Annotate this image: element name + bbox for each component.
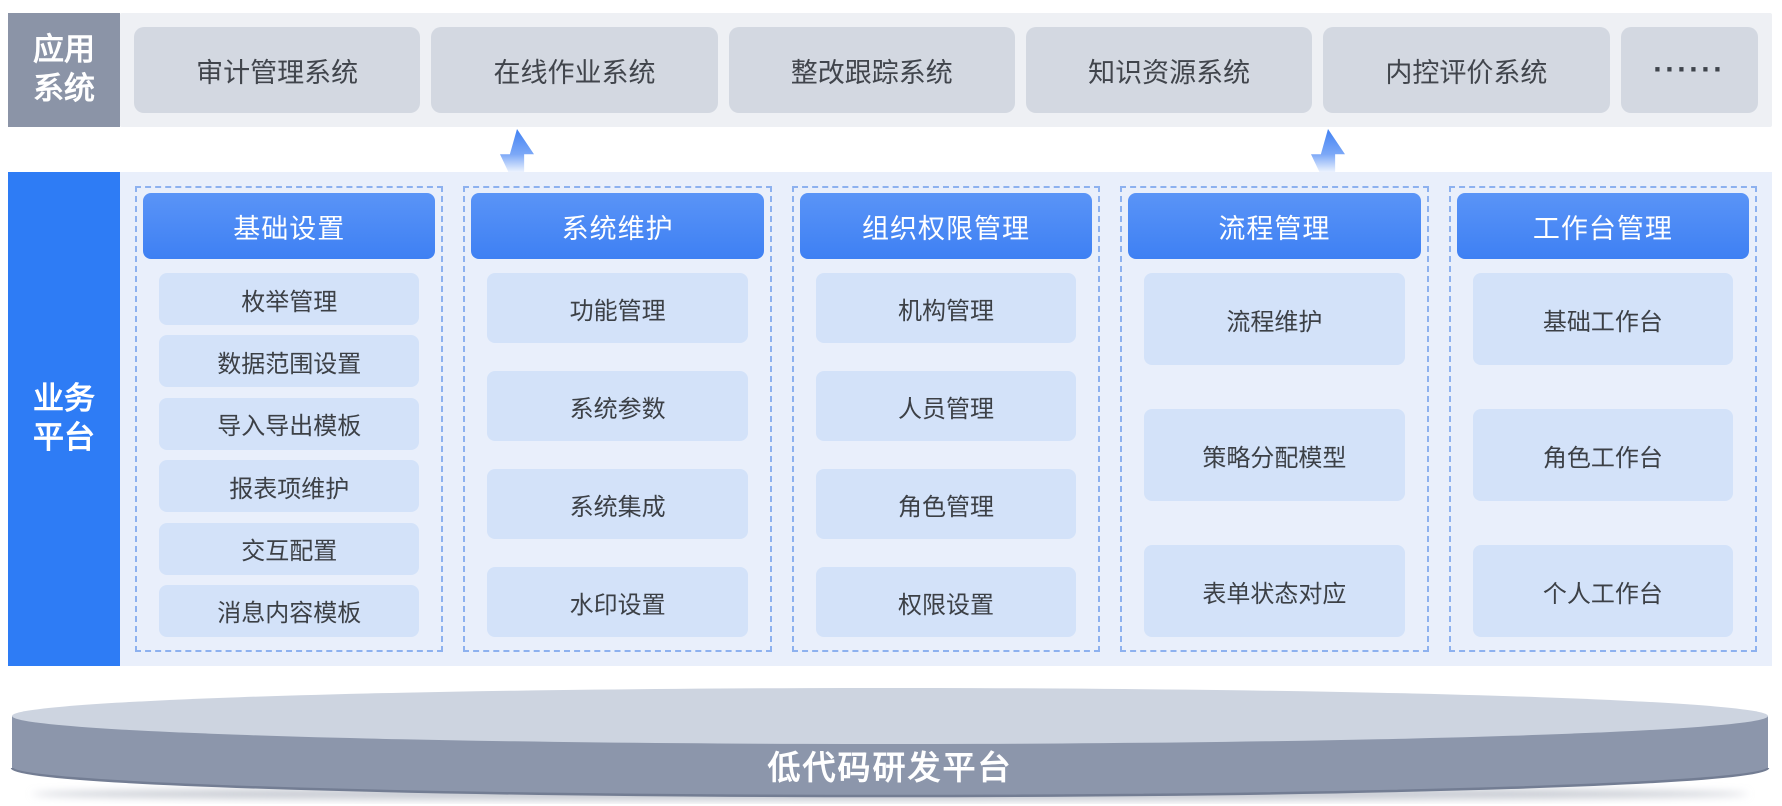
platform-item: 表单状态对应: [1144, 545, 1405, 637]
low-code-platform-cylinder: 低代码研发平台: [10, 688, 1770, 801]
column-items: 流程维护 策略分配模型 表单状态对应: [1128, 259, 1420, 645]
platform-item: 导入导出模板: [159, 397, 420, 450]
app-system-card: 知识资源系统: [1025, 27, 1313, 113]
platform-item: 交互配置: [159, 522, 420, 575]
platform-item: 基础工作台: [1472, 273, 1734, 365]
platform-item: 机构管理: [815, 273, 1077, 343]
app-system-ellipsis: ······: [1620, 27, 1758, 113]
platform-item: 数据范围设置: [159, 335, 420, 388]
column-header: 组织权限管理: [799, 193, 1093, 259]
app-systems-row: 审计管理系统 在线作业系统 整改跟踪系统 知识资源系统 内控评价系统 ·····…: [120, 13, 1772, 127]
column-items: 功能管理 系统参数 系统集成 水印设置: [471, 259, 763, 645]
column-header: 系统维护: [471, 193, 764, 259]
column-header: 基础设置: [143, 193, 436, 259]
platform-item: 枚举管理: [159, 273, 420, 325]
app-systems-label-text: 应用系统: [33, 32, 95, 106]
app-system-card: 审计管理系统: [134, 27, 421, 113]
app-systems-section: 应用系统 审计管理系统 在线作业系统 整改跟踪系统 知识资源系统 内控评价系统 …: [8, 13, 1772, 127]
platform-column-system-maintenance: 系统维护 功能管理 系统参数 系统集成 水印设置: [463, 186, 772, 652]
column-items: 机构管理 人员管理 角色管理 权限设置: [800, 259, 1092, 645]
app-system-card: 内控评价系统: [1323, 27, 1610, 113]
platform-column-org-permission: 组织权限管理 机构管理 人员管理 角色管理 权限设置: [791, 186, 1101, 652]
platform-item: 消息内容模板: [159, 584, 420, 637]
platform-item: 系统参数: [487, 371, 748, 441]
up-arrow-icon: [500, 129, 534, 175]
platform-column-basic-settings: 基础设置 枚举管理 数据范围设置 导入导出模板 报表项维护 交互配置 消息内容模…: [135, 186, 444, 652]
platform-column-process-mgmt: 流程管理 流程维护 策略分配模型 表单状态对应: [1120, 186, 1429, 652]
low-code-platform-label: 低代码研发平台: [768, 749, 1013, 786]
column-items: 枚举管理 数据范围设置 导入导出模板 报表项维护 交互配置 消息内容模板: [143, 259, 435, 645]
platform-item: 系统集成: [487, 469, 748, 539]
platform-item: 策略分配模型: [1144, 409, 1405, 501]
business-platform-label-text: 业务平台: [33, 381, 95, 455]
column-items: 基础工作台 角色工作台 个人工作台: [1457, 259, 1749, 645]
platform-column-workbench-mgmt: 工作台管理 基础工作台 角色工作台 个人工作台: [1448, 186, 1758, 652]
business-platform-label: 业务平台: [8, 172, 120, 666]
app-systems-label: 应用系统: [8, 13, 120, 127]
platform-item: 报表项维护: [159, 460, 420, 513]
platform-item: 流程维护: [1144, 273, 1405, 365]
column-header: 工作台管理: [1456, 193, 1750, 259]
platform-item: 水印设置: [487, 567, 748, 637]
platform-item: 人员管理: [815, 371, 1077, 441]
platform-item: 权限设置: [815, 567, 1077, 637]
app-system-card: 在线作业系统: [431, 27, 718, 113]
cylinder-top-face: [12, 688, 1768, 744]
platform-item: 功能管理: [487, 273, 748, 343]
column-header: 流程管理: [1128, 193, 1421, 259]
app-system-card: 整改跟踪系统: [728, 27, 1015, 113]
platform-item: 角色管理: [815, 469, 1077, 539]
platform-item: 个人工作台: [1472, 545, 1734, 637]
cylinder-bottom-rim: [10, 767, 1770, 798]
business-platform-section: 业务平台 基础设置 枚举管理 数据范围设置 导入导出模板 报表项维护 交互配置 …: [8, 172, 1772, 666]
platform-item: 角色工作台: [1472, 409, 1734, 501]
up-arrow-icon: [1311, 129, 1345, 175]
business-platform-panel: 基础设置 枚举管理 数据范围设置 导入导出模板 报表项维护 交互配置 消息内容模…: [120, 172, 1772, 666]
